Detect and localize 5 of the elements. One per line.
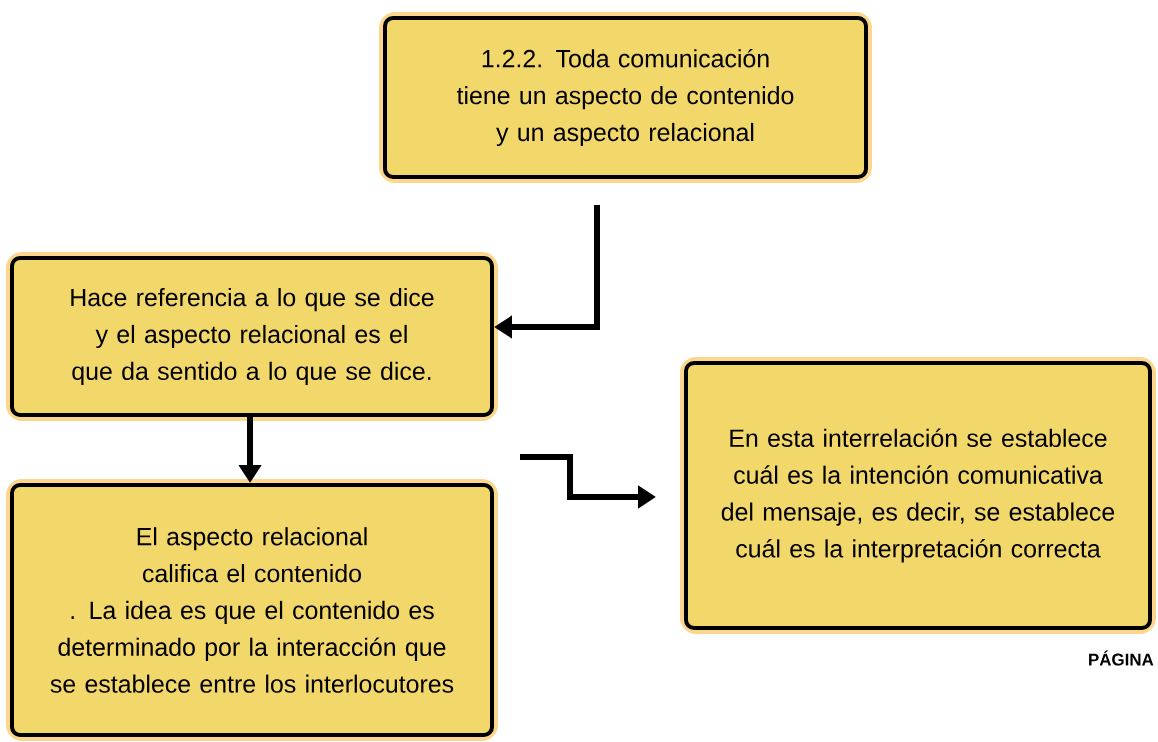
text-box: En esta interrelación se establece cuál es la intención comunicativa del mensaje, es decir, se establece cuál es la interpretación correcta — [680, 357, 1156, 634]
page-label: PÁGINA — [1089, 650, 1154, 666]
text-box: Hace referencia a lo que se dice y el aspecto relacional es el que da sentido a lo que se dice. — [6, 252, 498, 421]
text-box: El aspecto relacional califica el contenido . La idea es que el contenido es determinado por la interacción que se establece entre los interlocutores — [6, 479, 498, 741]
text-box: 1.2.2. Toda comunicación tiene un aspecto de contenido y un aspecto relacional — [379, 12, 872, 183]
